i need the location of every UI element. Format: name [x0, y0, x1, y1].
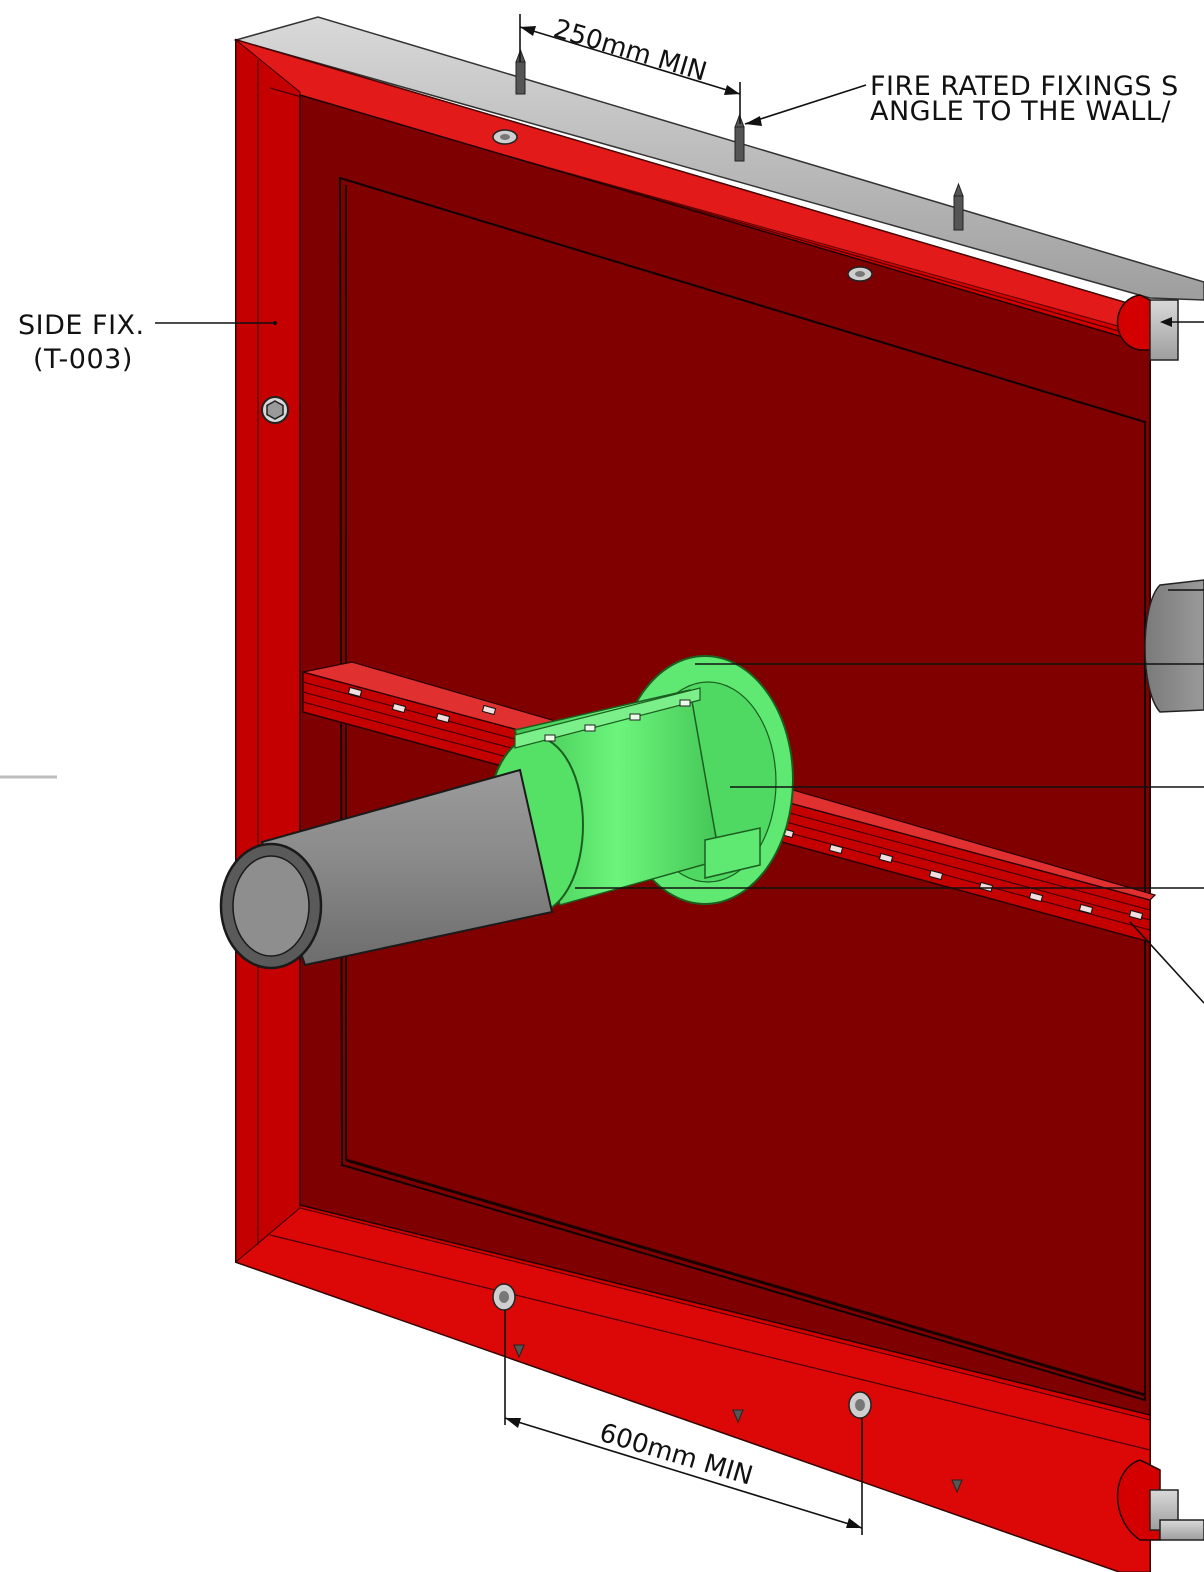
side-fix-ref-label: (T-003) [33, 344, 133, 375]
dimension-600mm [504, 1310, 863, 1535]
fire-fixings-label-line2: ANGLE TO THE WALL/ [870, 96, 1171, 127]
frame-bolts [261, 129, 873, 1419]
side-fix-label: SIDE FIX. [18, 310, 145, 341]
fire-fixings-label: FIRE RATED FIXINGS S [870, 71, 1179, 102]
dimension-250mm [519, 14, 741, 124]
right-pipe-stub [1144, 579, 1204, 713]
service-pipe [219, 768, 554, 970]
leader-lines [0, 84, 1204, 1004]
right-angle-profile [1116, 294, 1204, 1541]
dim-top-label: 250mm MIN [550, 14, 710, 88]
bottom-fixing-studs [513, 1344, 963, 1494]
